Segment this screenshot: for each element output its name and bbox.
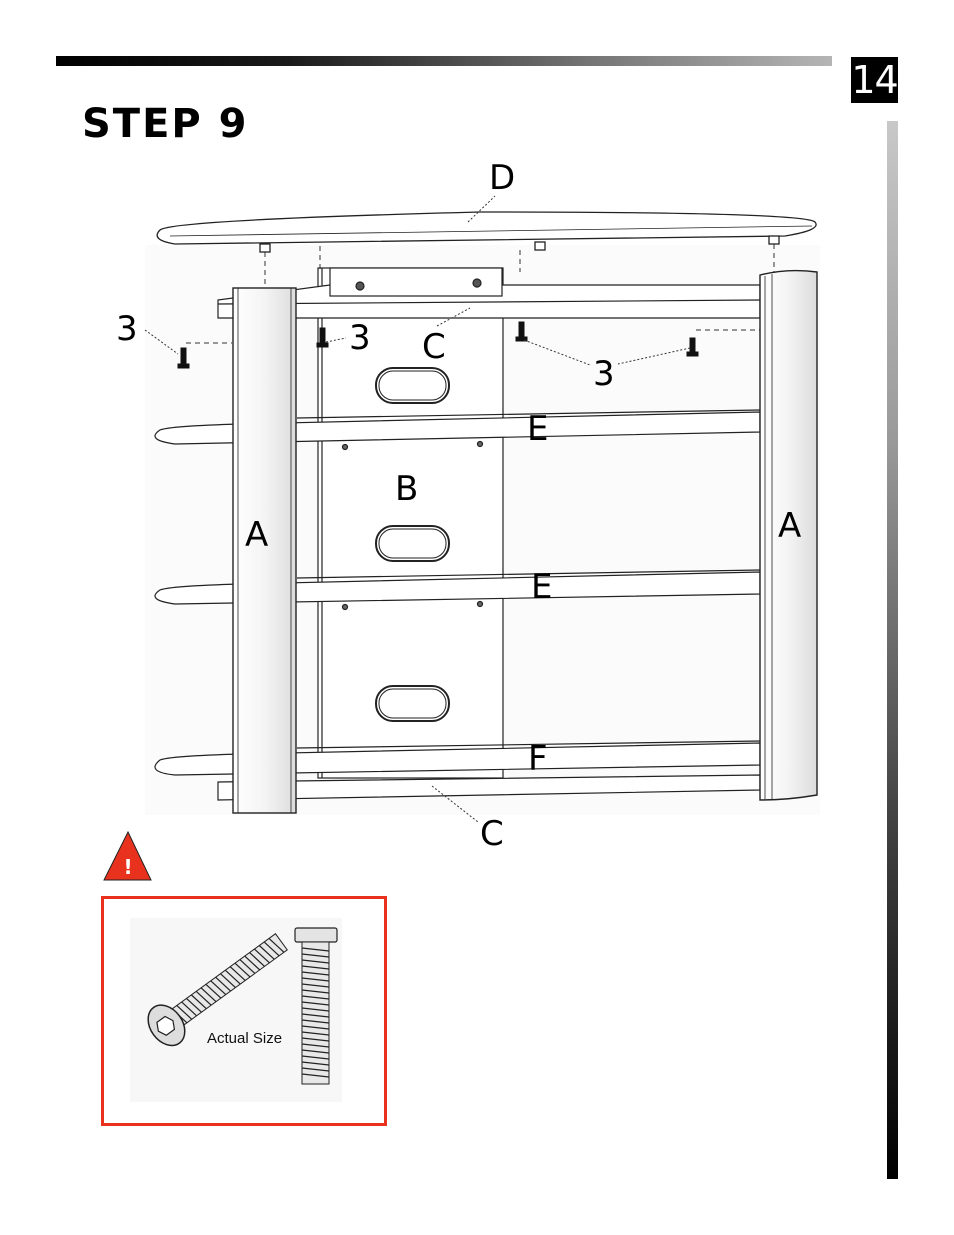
back-panel bbox=[318, 268, 503, 778]
label-bracket-bottom: C bbox=[480, 814, 504, 854]
actual-size-caption: Actual Size bbox=[207, 1030, 282, 1047]
warning-mark: ! bbox=[123, 855, 132, 879]
label-pillar-right: A bbox=[778, 506, 801, 546]
label-top-glass: D bbox=[489, 158, 515, 198]
label-pillar-left: A bbox=[245, 515, 268, 555]
warning-triangle-icon: ! bbox=[104, 832, 151, 880]
label-bracket-top: C bbox=[422, 327, 446, 367]
hardware-box bbox=[101, 896, 387, 1126]
label-screw-right: 3 bbox=[593, 354, 615, 394]
label-screw-left-outer: 3 bbox=[116, 309, 138, 349]
label-screw-left-inner: 3 bbox=[349, 318, 371, 358]
label-shelf-bottom: F bbox=[528, 739, 548, 779]
label-shelf-middle: E bbox=[531, 567, 552, 607]
label-back-panel: B bbox=[395, 469, 418, 509]
label-shelf-upper: E bbox=[527, 409, 548, 449]
